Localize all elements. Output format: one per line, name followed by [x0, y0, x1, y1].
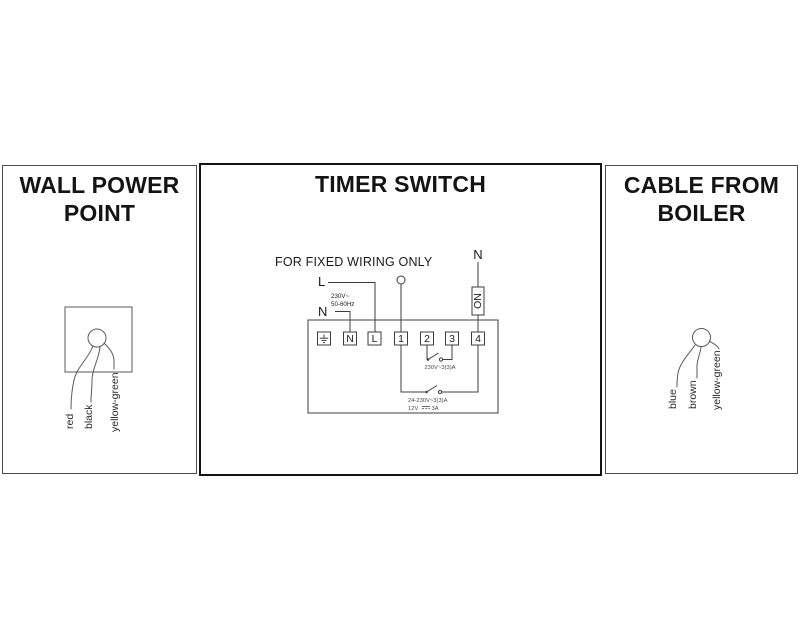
socket-box [64, 306, 133, 373]
terminal-2: 2 [420, 331, 434, 346]
panel-cable-from-boiler: CABLE FROM BOILER blue brown yellow-gree… [605, 165, 798, 474]
terminal-4-label: 4 [475, 333, 481, 345]
switch-1-4-rating: 24-230V~3(3)A [408, 398, 448, 404]
terminal-3: 3 [445, 331, 459, 346]
cable-sheath-circle [692, 328, 711, 347]
timer-switch-diagram: FOR FIXED WIRING ONLY L 230V~ 50-60Hz N … [275, 247, 499, 414]
wire-label-black: black [83, 404, 95, 429]
boiler-cable-wires [676, 340, 720, 388]
cable-entry-circle [87, 328, 107, 348]
lv-voltage: 12V [408, 406, 418, 412]
switch-2-3 [426, 345, 453, 362]
terminal-4: 4 [471, 331, 485, 346]
earth-icon [319, 334, 329, 344]
wire-blue [676, 344, 696, 388]
wire-yellow-green [708, 340, 720, 350]
panel-title-cable-from-boiler: CABLE FROM BOILER [623, 172, 780, 226]
switch-blade [427, 352, 439, 360]
wire-label-blue: blue [667, 389, 679, 409]
terminal-l-label: L [372, 333, 378, 345]
switch-1-4-lv-rating: 12V 3A [408, 405, 439, 412]
neutral-supply-wire [335, 311, 351, 332]
contact-open [437, 389, 443, 395]
wire-yellow-green [103, 342, 115, 370]
switch-1-4 [400, 345, 479, 395]
on-indicator-label: ON [472, 293, 484, 309]
wire-label-brown: brown [687, 380, 699, 409]
on-indicator: ON [471, 286, 485, 316]
timer-body-outline [307, 319, 499, 414]
live-supply-label: L [318, 274, 325, 289]
terminal-2-label: 2 [424, 333, 430, 345]
panel-timer-switch: TIMER SWITCH FOR FIXED WIRING ONLY L 230… [199, 163, 602, 476]
wire-label-yellow-green: yellow-green [711, 350, 723, 410]
panel-title-wall-power-point: WALL POWER POINT [19, 172, 180, 226]
terminal-3-label: 3 [449, 333, 455, 345]
output-node-circle [396, 275, 406, 285]
lv-current: 3A [432, 406, 439, 412]
wire-red [70, 345, 94, 410]
wall-power-point-diagram: red black yellow-green [64, 306, 133, 432]
fixed-wiring-note: FOR FIXED WIRING ONLY [275, 255, 433, 269]
switch-blade [426, 385, 438, 393]
terminal-earth [317, 331, 331, 346]
terminal1-stem [396, 275, 406, 332]
supply-rating-frequency: 50-60Hz [331, 301, 354, 308]
terminal-n-label: N [346, 333, 354, 345]
socket-wires [70, 342, 115, 410]
terminal-1-label: 1 [398, 333, 404, 345]
terminal-n: N [343, 331, 357, 346]
supply-rating-voltage: 230V~ [331, 293, 349, 300]
socket-wire-labels: red black yellow-green [64, 372, 121, 432]
panel-title-timer-switch: TIMER SWITCH [314, 171, 487, 197]
dc-symbol-icon [422, 405, 430, 410]
live-supply-wire [328, 282, 376, 332]
cable-from-boiler-diagram: blue brown yellow-green [667, 328, 723, 410]
wire-label-red: red [64, 414, 76, 429]
neutral-out-label: N [473, 247, 482, 262]
terminal-l: L [367, 331, 382, 346]
neutral-supply-label: N [318, 304, 327, 319]
boiler-wire-labels: blue brown yellow-green [667, 350, 723, 410]
wire-label-yellow-green: yellow-green [109, 372, 121, 432]
switch-2-3-rating: 230V~3(3)A [424, 365, 455, 371]
wire-black [90, 346, 101, 403]
wire-brown [696, 346, 702, 379]
contact-open [438, 357, 444, 362]
terminal-1: 1 [394, 331, 408, 346]
panel-wall-power-point: WALL POWER POINT red black yellow-green [2, 165, 197, 474]
